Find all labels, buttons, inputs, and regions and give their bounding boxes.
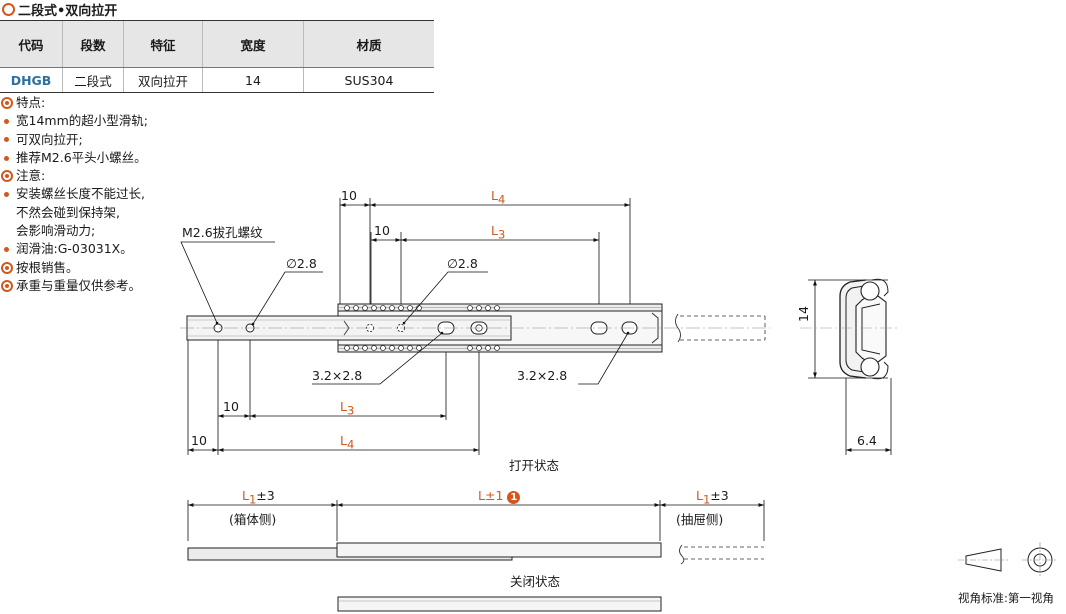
dot-bullet-icon bbox=[4, 137, 9, 143]
notes-list: 特点: 宽14mm的超小型滑轨; 可双向拉开; 推荐M2.6平头小螺丝。 注意:… bbox=[0, 94, 148, 295]
dim-10-lowest: 10 bbox=[191, 433, 207, 448]
ring-bullet-icon bbox=[2, 2, 15, 16]
closed-state-label: 关闭状态 bbox=[510, 574, 561, 589]
cell-width: 14 bbox=[202, 67, 304, 93]
dim-10-top: 10 bbox=[341, 188, 357, 203]
cell-feature: 双向拉开 bbox=[123, 67, 203, 93]
dot-bullet-icon bbox=[4, 155, 9, 161]
dim-L-mid: L±1 1 bbox=[478, 489, 521, 504]
open-state-label: 打开状态 bbox=[509, 458, 560, 473]
dim-L3-top: L3 bbox=[491, 223, 506, 242]
sale-note: 按根销售。 bbox=[0, 259, 148, 277]
cabinet-side-label: (箱体侧) bbox=[229, 512, 277, 527]
table-row: DHGB 二段式 双向拉开 14 SUS304 bbox=[0, 67, 434, 93]
header-feature: 特征 bbox=[123, 20, 203, 68]
section-width-label: 6.4 bbox=[857, 433, 877, 448]
leader-lines bbox=[180, 241, 630, 385]
cell-stages: 二段式 bbox=[62, 67, 124, 93]
cell-code: DHGB bbox=[0, 67, 63, 93]
projection-symbol-icon bbox=[958, 542, 1058, 578]
section-view bbox=[800, 278, 900, 455]
load-note: 承重与重量仅供参考。 bbox=[0, 277, 148, 295]
list-item-continued: 不然会碰到保持架, bbox=[16, 204, 120, 220]
target-bullet-icon bbox=[1, 261, 13, 274]
features-heading: 特点: bbox=[0, 94, 148, 112]
target-bullet-icon bbox=[1, 280, 13, 293]
note-badge-icon: 1 bbox=[507, 491, 521, 504]
cell-material: SUS304 bbox=[303, 67, 434, 93]
screw-thread-label: M2.6拔孔螺纹 bbox=[182, 225, 263, 240]
dot-bullet-icon bbox=[4, 118, 9, 124]
list-item: 推荐M2.6平头小螺丝。 bbox=[0, 149, 148, 167]
spec-table: 代码 段数 特征 宽度 材质 DHGB 二段式 双向拉开 14 SUS304 bbox=[0, 20, 434, 93]
dim-10-second: 10 bbox=[374, 223, 390, 238]
section-title: 二段式•双向拉开 bbox=[2, 0, 118, 19]
list-item-continued: 会影响滑动力; bbox=[16, 223, 96, 239]
dimension-lines-top bbox=[340, 203, 630, 242]
hole-diameter-mid: ∅2.8 bbox=[447, 256, 478, 271]
target-bullet-icon bbox=[1, 170, 13, 183]
header-stages: 段数 bbox=[62, 20, 124, 68]
target-bullet-icon bbox=[1, 97, 13, 110]
dot-bullet-icon bbox=[4, 192, 9, 198]
header-material: 材质 bbox=[303, 20, 434, 68]
caution-heading: 注意: bbox=[0, 167, 148, 185]
list-item: 宽14mm的超小型滑轨; bbox=[0, 112, 148, 130]
section-title-text: 二段式•双向拉开 bbox=[18, 3, 118, 19]
dim-10-bottom: 10 bbox=[223, 399, 239, 414]
dim-L1-left: L1±3 bbox=[242, 488, 275, 507]
header-code: 代码 bbox=[0, 20, 63, 68]
table-header-row: 代码 段数 特征 宽度 材质 bbox=[0, 20, 434, 68]
header-width: 宽度 bbox=[202, 20, 304, 68]
dim-L4-bottom: L4 bbox=[340, 433, 355, 452]
open-state-view bbox=[180, 198, 770, 455]
hole-diameter-left: ∅2.8 bbox=[286, 256, 317, 271]
dot-bullet-icon bbox=[4, 247, 9, 253]
list-item: 润滑油:G-03031X。 bbox=[0, 240, 148, 258]
length-schematic bbox=[187, 500, 765, 565]
rail-continuation bbox=[680, 315, 766, 341]
dim-L4-top: L4 bbox=[491, 188, 506, 207]
dimension-lines-bottom bbox=[188, 414, 479, 452]
drawer-side-label: (抽屉侧) bbox=[676, 512, 724, 527]
section-height-label: 14 bbox=[796, 306, 811, 322]
list-item: 安装螺丝长度不能过长, bbox=[0, 185, 148, 203]
projection-standard-label: 视角标准:第一视角 bbox=[958, 591, 1054, 605]
slot-size-right: 3.2×2.8 bbox=[517, 368, 568, 383]
list-item: 可双向拉开; bbox=[0, 131, 148, 149]
closed-state-view bbox=[337, 596, 662, 612]
dim-L1-right: L1±3 bbox=[696, 488, 729, 507]
dim-L3-bottom: L3 bbox=[340, 399, 355, 418]
slot-size-left: 3.2×2.8 bbox=[312, 368, 363, 383]
